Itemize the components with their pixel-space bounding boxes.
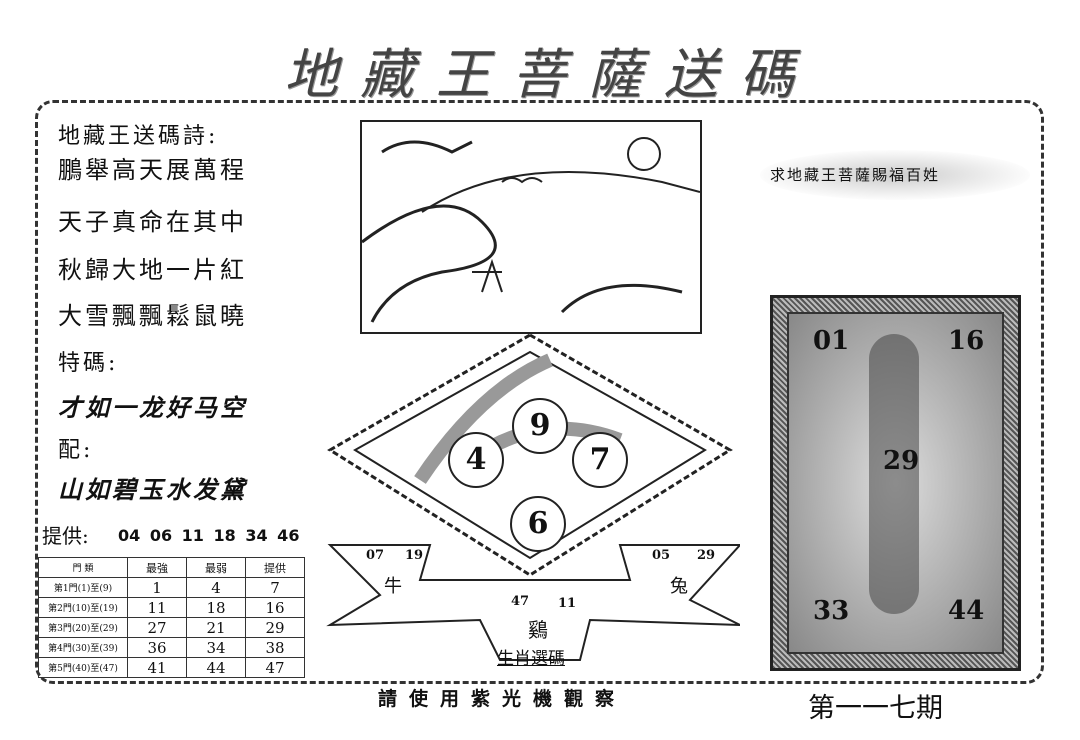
cell: 1	[127, 577, 187, 598]
rabbit-label: 兔	[670, 576, 688, 597]
landscape-drawing	[361, 137, 701, 323]
buddha-number: 29	[883, 446, 920, 476]
cell: 第2門(10)至(19)	[38, 597, 128, 618]
zodiac-caption: 生肖選碼	[497, 649, 565, 669]
table-header: 門 類 最強 最弱 提供	[38, 557, 305, 578]
cell: 44	[186, 657, 246, 678]
cell: 38	[245, 637, 305, 658]
ox-number: 19	[405, 548, 424, 563]
special-text: 才如一龙好马空	[58, 394, 247, 422]
blessing-banner: 求地藏王菩薩賜福百姓	[760, 140, 1030, 210]
number-ball: 4	[448, 432, 504, 488]
cell: 41	[127, 657, 187, 678]
buddha-number: 44	[948, 596, 985, 626]
header-cell: 提供	[245, 557, 305, 578]
provide-numbers: 04 06 11 18 34 46	[118, 526, 300, 545]
rabbit-number: 29	[697, 548, 716, 563]
ox-label: 牛	[384, 576, 402, 597]
issue-number: 第一一七期	[808, 693, 943, 724]
buddha-image	[787, 312, 1004, 654]
page-title: 地藏王菩薩送碼	[284, 43, 816, 106]
number-ball: 6	[510, 496, 566, 552]
cell: 34	[186, 637, 246, 658]
poem-line: 大雪飄飄鬆鼠曉	[58, 302, 247, 330]
banner-text: 求地藏王菩薩賜福百姓	[770, 166, 941, 184]
cell: 第4門(30)至(39)	[38, 637, 128, 658]
poem-line: 天子真命在其中	[58, 208, 247, 236]
header-cell: 最弱	[186, 557, 246, 578]
poem-heading: 地藏王送碼詩:	[58, 124, 219, 149]
buddha-figure	[869, 334, 919, 614]
pair-text: 山如碧玉水发黛	[58, 476, 247, 504]
cell: 36	[127, 637, 187, 658]
buddha-number: 33	[813, 596, 850, 626]
cell: 第1門(1)至(9)	[38, 577, 128, 598]
special-label: 特碼:	[58, 351, 119, 376]
cell: 16	[245, 597, 305, 618]
cell: 11	[127, 597, 187, 618]
cell: 第5門(40)至(47)	[38, 657, 128, 678]
cell: 29	[245, 617, 305, 638]
rooster-number: 11	[558, 596, 577, 611]
pair-label: 配:	[58, 438, 94, 463]
cell: 第3門(20)至(29)	[38, 617, 128, 638]
buddha-number: 16	[948, 326, 985, 356]
rooster-number: 47	[511, 594, 530, 609]
footer-note: 請使用紫光機觀察	[378, 688, 627, 710]
rooster-label: 鷄	[528, 618, 548, 642]
cell: 7	[245, 577, 305, 598]
header-cell: 最強	[127, 557, 187, 578]
poem-line: 鵬舉高天展萬程	[58, 156, 247, 184]
header-cell: 門 類	[38, 557, 128, 578]
buddha-number: 01	[813, 326, 850, 356]
cell: 27	[127, 617, 187, 638]
landscape-illustration	[360, 120, 702, 334]
buddha-panel: 01 16 29 33 44	[770, 295, 1021, 671]
dashed-frame	[35, 100, 1044, 684]
poem-line: 秋歸大地一片紅	[58, 256, 247, 284]
number-ball: 9	[512, 398, 568, 454]
provide-label: 提供:	[42, 524, 89, 548]
rabbit-number: 05	[652, 548, 671, 563]
cell: 18	[186, 597, 246, 618]
banner-cloud	[760, 150, 1030, 200]
cell: 21	[186, 617, 246, 638]
cell: 47	[245, 657, 305, 678]
ox-number: 07	[366, 548, 385, 563]
cell: 4	[186, 577, 246, 598]
number-ball: 7	[572, 432, 628, 488]
